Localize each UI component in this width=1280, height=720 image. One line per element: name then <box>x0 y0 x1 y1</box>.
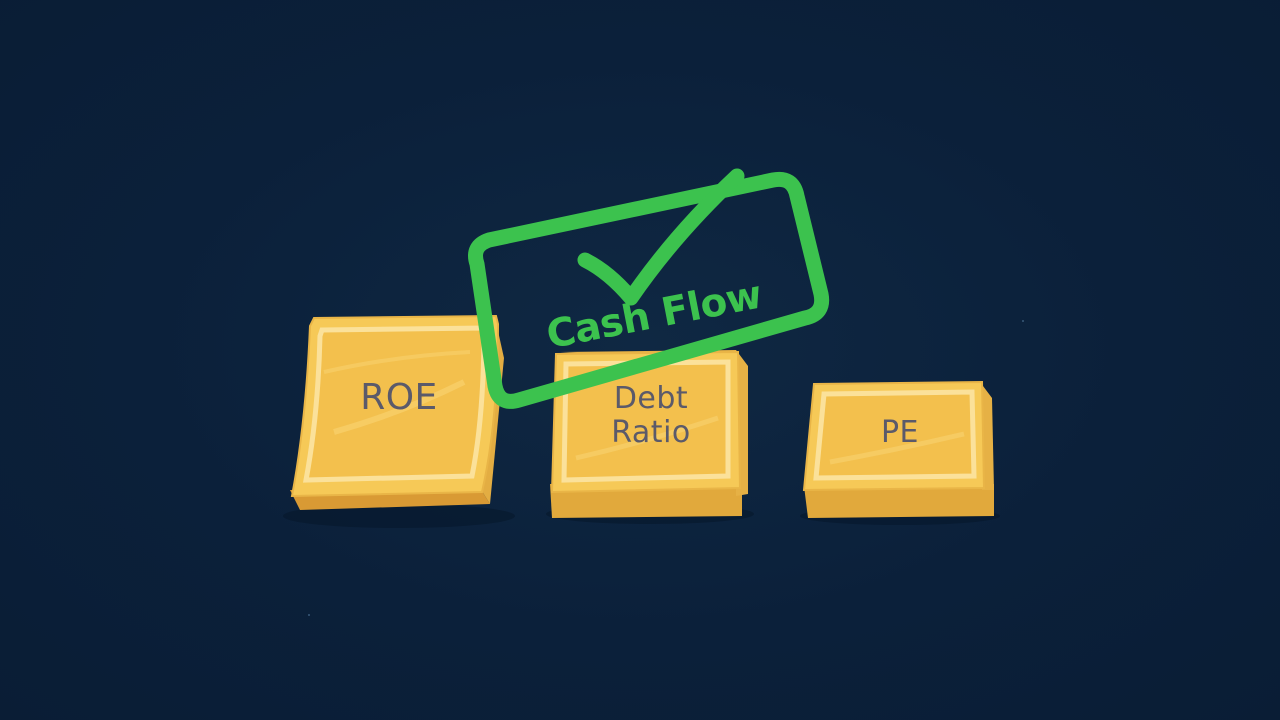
roe-block[interactable]: ROE <box>283 312 515 528</box>
roe-block-shape <box>283 314 515 528</box>
debt-label-line2: Ratio <box>611 414 691 450</box>
debt-ratio-label: Debt Ratio <box>546 382 756 449</box>
checkmark-icon <box>577 168 745 306</box>
pe-block-shape <box>800 380 1000 525</box>
background-fleck <box>308 614 310 616</box>
debt-ratio-block[interactable]: Debt Ratio <box>546 346 756 524</box>
roe-label: ROE <box>360 377 438 418</box>
debt-label-line1: Debt <box>613 381 689 416</box>
background-fleck <box>1022 320 1024 322</box>
debt-ratio-block-shape <box>546 350 754 524</box>
stamp-frame <box>468 171 830 409</box>
pe-label: PE <box>880 415 920 450</box>
cash-flow-stamp[interactable]: Cash Flow <box>455 168 835 418</box>
pe-block[interactable]: PE <box>800 378 1000 525</box>
